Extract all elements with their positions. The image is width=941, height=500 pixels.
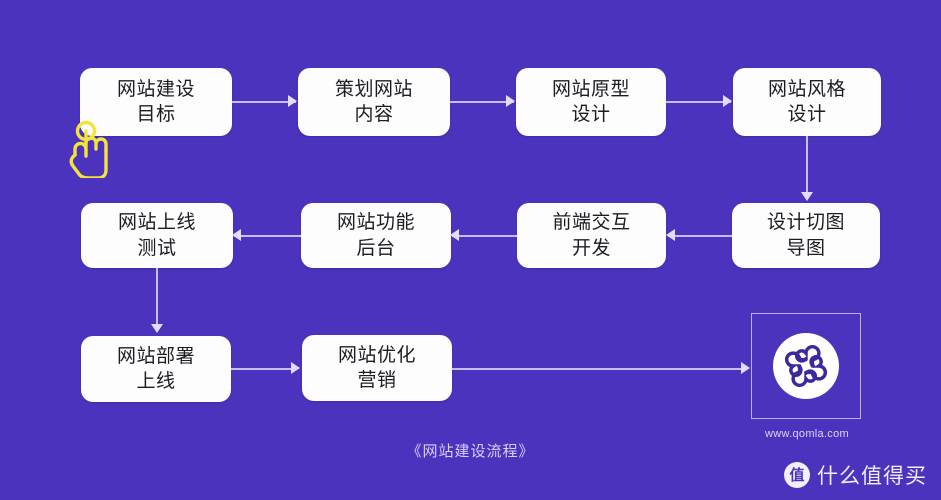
- brand-logo-box: [751, 313, 861, 419]
- flow-node-slicing-design[interactable]: 设计切图 导图: [732, 203, 880, 268]
- diagram-caption: 《网站建设流程》: [406, 443, 535, 460]
- connector-plan-to-prototype: [450, 101, 514, 103]
- node-line-2: 目标: [136, 104, 176, 125]
- clover-knot-logo-icon: [773, 333, 839, 399]
- connector-backend-to-test: [234, 235, 301, 237]
- node-line-1: 设计切图: [766, 212, 845, 234]
- arrowhead-prototype-to-style: [723, 95, 732, 107]
- node-line-1: 网站风格: [767, 78, 846, 100]
- node-line-2: 设计: [571, 104, 611, 125]
- tap-hand-cursor-icon: [62, 116, 124, 180]
- brand-url: www.qomla.com: [765, 428, 849, 440]
- node-line-1: 网站上线: [117, 212, 196, 234]
- node-line-1: 网站原型: [551, 78, 630, 100]
- node-line-1: 网站部署: [116, 345, 195, 367]
- flow-node-deploy-online[interactable]: 网站部署 上线: [81, 336, 231, 402]
- flow-node-plan-content[interactable]: 策划网站 内容: [298, 68, 450, 136]
- connector-frontend-to-backend: [452, 235, 517, 237]
- node-line-2: 营销: [357, 370, 397, 391]
- watermark: 值 什么值得买: [784, 460, 927, 490]
- flow-node-prototype-design[interactable]: 网站原型 设计: [516, 68, 666, 136]
- arrowhead-slicing-to-frontend: [666, 229, 675, 241]
- connector-style-to-slicing: [806, 136, 808, 194]
- node-line-2: 开发: [571, 237, 611, 259]
- flow-node-frontend-dev[interactable]: 前端交互 开发: [517, 203, 666, 268]
- connector-slicing-to-frontend: [668, 235, 732, 237]
- watermark-badge-icon: 值: [784, 462, 810, 488]
- arrowhead-deploy-to-optimize: [291, 362, 300, 374]
- connector-test-to-deploy: [156, 268, 158, 326]
- node-line-1: 网站建设: [116, 78, 195, 100]
- flow-node-style-design[interactable]: 网站风格 设计: [733, 68, 881, 136]
- arrowhead-backend-to-test: [232, 229, 241, 241]
- node-line-2: 设计: [787, 104, 827, 125]
- node-line-2: 测试: [137, 237, 177, 259]
- node-line-1: 前端交互: [552, 212, 631, 234]
- flow-node-optimize-marketing[interactable]: 网站优化 营销: [302, 335, 452, 401]
- connector-deploy-to-optimize: [231, 368, 295, 370]
- arrowhead-style-to-slicing: [801, 192, 813, 201]
- arrowhead-frontend-to-backend: [450, 229, 459, 241]
- node-line-1: 策划网站: [334, 78, 413, 100]
- node-line-2: 内容: [354, 104, 394, 125]
- flow-node-backend-features[interactable]: 网站功能 后台: [301, 203, 451, 268]
- node-line-1: 网站优化: [337, 344, 416, 366]
- node-line-2: 后台: [356, 237, 396, 259]
- node-line-2: 上线: [136, 371, 176, 392]
- node-line-2: 导图: [786, 237, 826, 259]
- arrowhead-plan-to-prototype: [506, 95, 515, 107]
- arrowhead-goal-to-plan: [288, 95, 297, 107]
- connector-prototype-to-style: [666, 101, 731, 103]
- arrowhead-test-to-deploy: [151, 324, 163, 333]
- connector-optimize-to-logo: [452, 368, 745, 370]
- flow-node-website-goal[interactable]: 网站建设 目标: [80, 68, 232, 136]
- arrowhead-optimize-to-logo: [741, 362, 750, 374]
- connector-goal-to-plan: [232, 101, 296, 103]
- node-line-1: 网站功能: [336, 212, 415, 234]
- watermark-text: 什么值得买: [817, 465, 927, 488]
- flow-node-launch-test[interactable]: 网站上线 测试: [81, 203, 233, 268]
